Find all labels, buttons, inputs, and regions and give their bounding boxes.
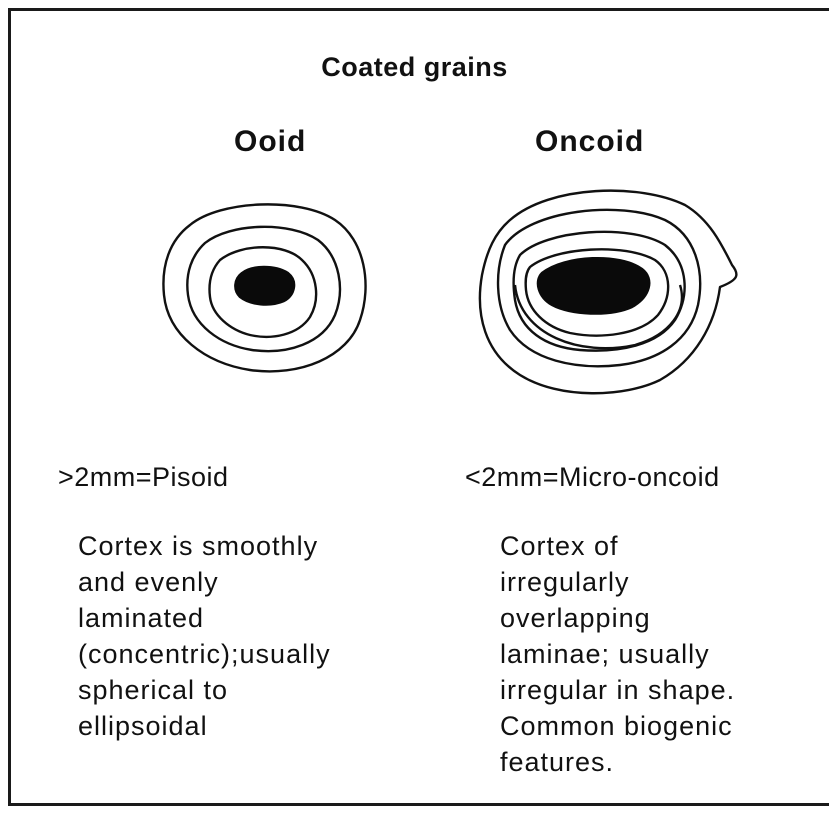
oncoid-size-note: <2mm=Micro-oncoid <box>465 462 720 493</box>
ooid-size-note: >2mm=Pisoid <box>58 462 229 493</box>
diagram-title: Coated grains <box>0 52 829 83</box>
oncoid-illustration <box>460 175 750 405</box>
oncoid-nucleus <box>538 258 649 313</box>
ooid-illustration <box>150 185 380 385</box>
ooid-heading: Ooid <box>234 125 306 159</box>
oncoid-heading: Oncoid <box>535 125 644 159</box>
ooid-nucleus <box>235 267 294 304</box>
oncoid-description: Cortex of irregularly overlapping lamina… <box>500 528 820 780</box>
ooid-description: Cortex is smoothly and evenly laminated … <box>78 528 438 744</box>
